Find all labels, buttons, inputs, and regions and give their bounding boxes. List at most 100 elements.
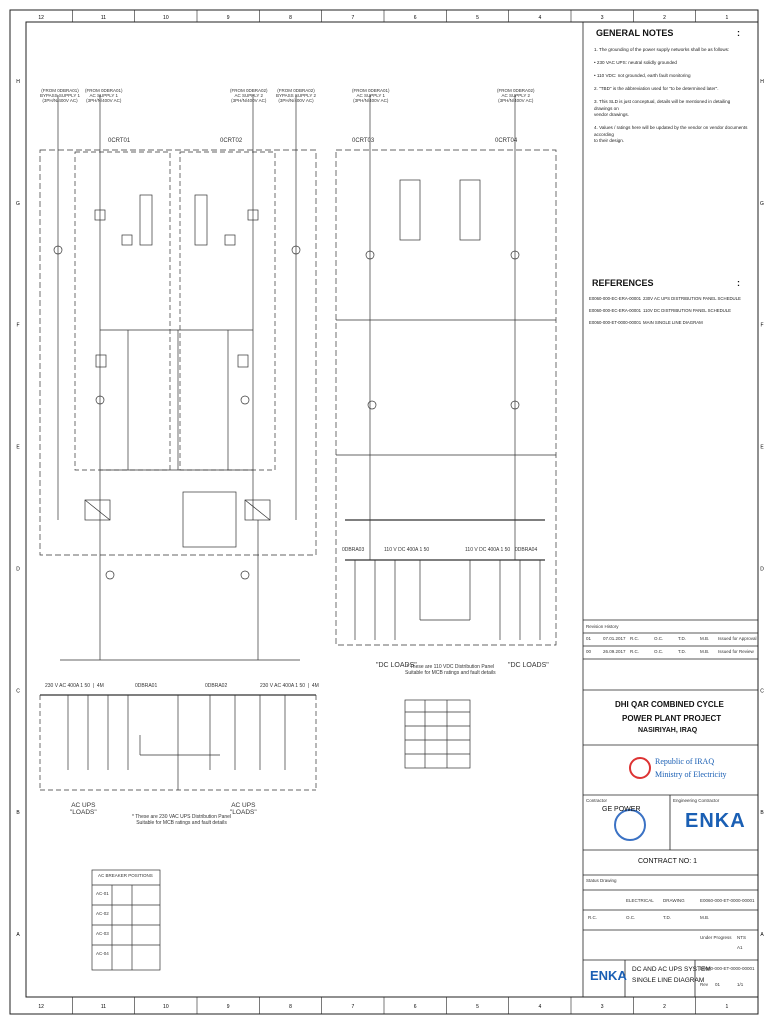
source-label: (FROM 0DBRA01) BYPASS SUPPLY 1 (3PH/N/40… (40, 88, 81, 104)
breaker-table-cell: AC-01 (96, 891, 109, 896)
revision-cell-chk: O.C. (654, 636, 664, 641)
reference-description: 230V AC UPS DISTRIBUTION PANEL SCHEDULE (643, 296, 741, 301)
client-name-line2: Ministry of Electricity (655, 770, 727, 779)
border-row-label: B (16, 810, 20, 816)
revision-history-label: Revision History (586, 624, 619, 629)
size-value: A1 (737, 945, 743, 950)
reference-doc-number: E0060-000-EC-ERA-00001 (589, 308, 642, 313)
doc-type-value: DRAWING (663, 898, 685, 903)
border-column-label: 11 (101, 15, 106, 21)
dc-loads-label: "DC LOADS" (508, 662, 549, 669)
general-notes-title: GENERAL NOTES (596, 28, 674, 38)
border-column-label: 9 (227, 1004, 230, 1010)
project-title-line2: POWER PLANT PROJECT (622, 714, 722, 723)
reference-doc-number: E0060-000-ET-0000-00001 (589, 320, 642, 325)
revision-cell-date: 07.01.2017 (603, 636, 626, 641)
border-column-label: 12 (38, 1004, 44, 1010)
border-column-label: 2 (663, 15, 666, 21)
border-row-label: A (760, 932, 764, 938)
border-column-label: 9 (227, 15, 230, 21)
source-label: (FROM 0DBRA01) AC SUPPLY 1 (3PH/N/400V A… (352, 88, 390, 104)
contract-number: CONTRACT NO: 1 (638, 858, 697, 865)
dc-board-label: 110 V DC 400A 1 50 (465, 547, 511, 553)
border-row-label: G (16, 201, 20, 207)
border-column-label: 12 (38, 15, 44, 21)
border-column-label: 2 (663, 1004, 666, 1010)
ac-board-label: 230 V AC 400A 1 50 | 4M (260, 683, 319, 689)
dc-board-label: 0DBRA03 (342, 547, 365, 553)
scale-value: NTS (737, 935, 746, 940)
general-note-item: vendor drawings. (594, 112, 629, 117)
border-column-label: 7 (351, 1004, 354, 1010)
revision-cell-rev: 01 (586, 636, 592, 641)
dc-system (335, 95, 557, 769)
revision-cell-chk: O.C. (654, 649, 664, 654)
source-label: (FROM 0DBRA01) AC SUPPLY 1 (3PH/N/400V A… (85, 88, 123, 104)
rev-value: 01 (715, 982, 721, 987)
dc-loads-label: "DC LOADS" (376, 662, 417, 669)
rev-label: Rev (700, 982, 709, 987)
dc-board-label: 110 V DC 400A 1 50 (384, 547, 430, 553)
checked-by: O.C. (626, 915, 636, 920)
border-column-label: 11 (101, 1004, 106, 1010)
reference-doc-number: E0060-000-EC-ERA-00001 (589, 296, 642, 301)
revision-cell-app2: M.B. (700, 649, 710, 654)
ge-logo-icon (614, 809, 646, 841)
border-column-label: 5 (476, 1004, 479, 1010)
border-row-label: C (16, 688, 20, 694)
bottom-logo: ENKA (590, 968, 627, 983)
border-column-label: 3 (601, 1004, 604, 1010)
border-column-label: 1 (725, 15, 728, 21)
border-column-label: 8 (289, 1004, 292, 1010)
border-row-label: E (760, 445, 764, 451)
ac-loads-label: AC UPS "LOADS" (230, 802, 257, 817)
ac-board-label: 230 V AC 400A 1 50 | 4M (45, 683, 104, 689)
border-row-label: D (760, 566, 764, 572)
general-note-item: to their design. (594, 138, 625, 143)
discipline-value: ELECTRICAL (626, 898, 654, 903)
breaker-position-table (91, 869, 161, 971)
source-label: (FROM 0DBRA02) BYPASS SUPPLY 2 (3PH/N/40… (276, 88, 317, 104)
border-column-label: 7 (351, 15, 354, 21)
sheet-value: 1/1 (737, 982, 744, 987)
revision-cell-by: R.C. (630, 636, 639, 641)
border-row-label: A (16, 932, 20, 938)
ac-board-label: 0DBRA01 (135, 683, 158, 689)
revision-cell-rev: 00 (586, 649, 592, 654)
subcontractor-label: Engineering Contractor (673, 798, 720, 803)
contractor-name: GE POWER (602, 806, 641, 813)
border-row-label: G (760, 201, 764, 207)
revision-cell-app: T.D. (678, 636, 687, 641)
border-row-label: C (760, 688, 764, 694)
general-note-item: 1. The grounding of the power supply net… (594, 47, 730, 52)
approved2-by: M.B. (700, 915, 710, 920)
references-colon: : (737, 278, 740, 288)
general-note-item: • 230 VAC UPS: neutral solidly grounded (594, 60, 677, 65)
breaker-table-title: AC BREAKER POSITIONS (98, 873, 153, 878)
doc-number-value: E0060-000-ET-0000-00001 (700, 898, 755, 903)
source-label: (FROM 0DBRA02) AC SUPPLY 2 (3PH/N/400V A… (497, 88, 535, 104)
reference-description: MAIN SINGLE LINE DIAGRAM (643, 320, 703, 325)
general-note-item: 3. This SLD is just conceptual, details … (594, 99, 731, 111)
charger-label: 0CRT04 (495, 138, 518, 144)
drawn-by: R.C. (588, 915, 597, 920)
border-column-label: 8 (289, 15, 292, 21)
ac-panel-note: * These are 230 VAC UPS Distribution Pan… (132, 814, 232, 826)
border-column-label: 1 (725, 1004, 728, 1010)
general-notes-colon: : (737, 28, 740, 38)
dc-board-label: 0DBRA04 (515, 547, 538, 553)
dc-panel-note: * These are 110 VDC Distribution Panel S… (405, 664, 496, 676)
border-row-label: H (16, 79, 20, 85)
ac-board-label: 0DBRA02 (205, 683, 228, 689)
charger-label: 0CRT03 (352, 138, 375, 144)
border-column-label: 4 (538, 15, 541, 21)
project-title-line3: NASIRIYAH, IRAQ (638, 727, 698, 734)
border-column-label: 6 (414, 1004, 417, 1010)
breaker-table-cell: AC-03 (96, 931, 109, 936)
project-title-line1: DHI QAR COMBINED CYCLE (615, 700, 724, 709)
subcontractor-logo: ENKA (685, 810, 746, 832)
breaker-table-cell: AC-02 (96, 911, 109, 916)
border-row-label: D (16, 566, 20, 572)
